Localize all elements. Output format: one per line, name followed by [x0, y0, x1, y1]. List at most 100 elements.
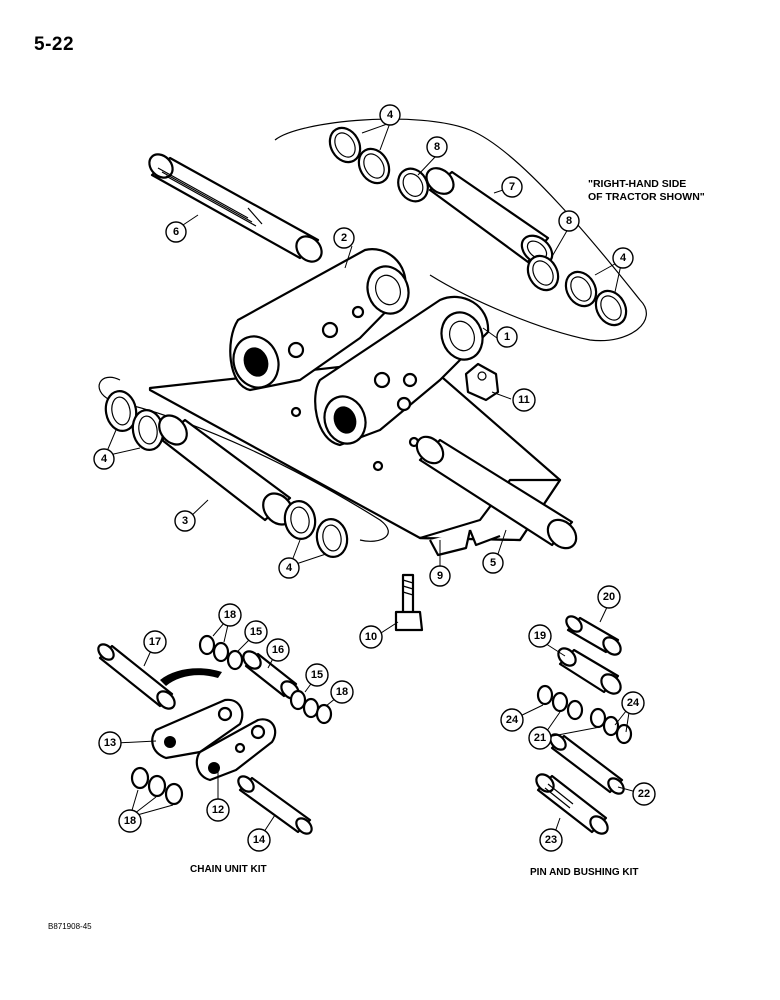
svg-text:3: 3 [182, 515, 188, 527]
kit-pin-23 [535, 773, 609, 835]
chain-unit-pin-17 [97, 643, 176, 710]
callout-18c: 18 [118, 809, 142, 833]
chain-unit-bushing-16 [242, 650, 300, 700]
svg-text:18: 18 [124, 815, 136, 827]
pin-bushing-kit-label: PIN AND BUSHING KIT [530, 867, 639, 878]
kit-bushing-20 [565, 615, 622, 656]
callout-4d: 4 [278, 557, 300, 579]
callout-1: 1 [496, 326, 518, 348]
callout-15a: 15 [244, 620, 268, 644]
callout-6: 6 [165, 221, 187, 243]
svg-text:10: 10 [365, 631, 377, 643]
callout-8b: 8 [558, 210, 580, 232]
callout-12: 12 [206, 798, 230, 822]
callout-16: 16 [266, 638, 290, 662]
callout-5: 5 [482, 552, 504, 574]
seal-8-right [526, 254, 560, 292]
kit-seals-21-24-right [589, 707, 633, 745]
callout-24a: 24 [500, 708, 524, 732]
document-id: B871908-45 [48, 922, 92, 931]
page-number: 5-22 [34, 34, 75, 55]
chain-unit-seals-18-bottom [130, 766, 184, 806]
svg-text:17: 17 [149, 636, 161, 648]
chain-unit-link-13 [151, 698, 244, 760]
svg-text:24: 24 [627, 697, 640, 709]
orientation-note: "RIGHT-HAND SIDE OF TRACTOR SHOWN" [588, 178, 705, 204]
svg-text:20: 20 [603, 591, 615, 603]
callout-18a: 18 [218, 603, 242, 627]
pin-5 [415, 435, 578, 550]
chain-unit-seals-15-18-right [289, 689, 333, 725]
nut-11 [464, 362, 500, 402]
svg-text:8: 8 [434, 141, 440, 153]
callout-8a: 8 [426, 136, 448, 158]
seal-4-right [564, 270, 628, 327]
assembly-arrow [160, 668, 222, 686]
callout-9: 9 [429, 565, 451, 587]
svg-text:4: 4 [620, 252, 627, 264]
orientation-note-line2: OF TRACTOR SHOWN" [588, 191, 705, 203]
callout-21: 21 [528, 726, 552, 750]
svg-text:21: 21 [534, 732, 546, 744]
callout-3: 3 [174, 510, 196, 532]
callout-13: 13 [98, 731, 122, 755]
chain-unit-kit-label: CHAIN UNIT KIT [190, 864, 267, 875]
orientation-note-line1: "RIGHT-HAND SIDE [588, 178, 687, 190]
svg-text:18: 18 [224, 609, 236, 621]
callout-14: 14 [247, 828, 271, 852]
chain-unit-pin-14 [237, 775, 313, 835]
svg-text:23: 23 [545, 834, 557, 846]
bolt-10 [394, 573, 424, 632]
callout-18b: 18 [330, 680, 354, 704]
callout-4a: 4 [379, 104, 401, 126]
callout-15b: 15 [305, 663, 329, 687]
track-link-2 [229, 248, 410, 392]
seal-8-top [397, 167, 429, 203]
svg-text:4: 4 [387, 109, 394, 121]
callout-19: 19 [528, 624, 552, 648]
svg-text:1: 1 [504, 331, 510, 343]
bushing-7 [425, 167, 554, 266]
svg-text:15: 15 [250, 626, 262, 638]
svg-text:19: 19 [534, 630, 546, 642]
callout-2: 2 [333, 227, 355, 249]
callout-7: 7 [501, 176, 523, 198]
seal-4-top [328, 126, 391, 185]
seal-4-bottom [283, 500, 349, 558]
pin-6 [148, 153, 323, 263]
svg-text:7: 7 [509, 181, 515, 193]
svg-text:6: 6 [173, 226, 179, 238]
svg-text:13: 13 [104, 737, 116, 749]
chain-unit-link-12 [195, 718, 277, 782]
callout-17: 17 [143, 630, 167, 654]
kit-bushing-19 [557, 647, 622, 695]
svg-text:5: 5 [490, 557, 496, 569]
chain-unit-seals-18-15-top [198, 634, 244, 671]
kit-seals-24-21-left [536, 684, 584, 721]
svg-text:9: 9 [437, 570, 443, 582]
assembly-outline-left [98, 376, 389, 542]
svg-text:2: 2 [341, 232, 347, 244]
seal-4-left [104, 390, 165, 451]
svg-text:8: 8 [566, 215, 572, 227]
svg-text:14: 14 [253, 834, 266, 846]
svg-text:12: 12 [212, 804, 224, 816]
svg-text:4: 4 [101, 453, 108, 465]
callout-23: 23 [539, 828, 563, 852]
callout-20: 20 [597, 585, 621, 609]
track-link-1 [314, 295, 490, 447]
callout-24b: 24 [621, 691, 645, 715]
callout-11: 11 [512, 388, 536, 412]
callout-4b: 4 [612, 247, 634, 269]
svg-text:16: 16 [272, 644, 284, 656]
svg-text:24: 24 [506, 714, 519, 726]
svg-text:22: 22 [638, 788, 650, 800]
callout-10: 10 [359, 625, 383, 649]
callout-22: 22 [632, 782, 656, 806]
svg-text:18: 18 [336, 686, 348, 698]
svg-text:15: 15 [311, 669, 323, 681]
callout-4c: 4 [93, 448, 115, 470]
svg-text:4: 4 [286, 562, 293, 574]
svg-text:11: 11 [518, 394, 530, 406]
